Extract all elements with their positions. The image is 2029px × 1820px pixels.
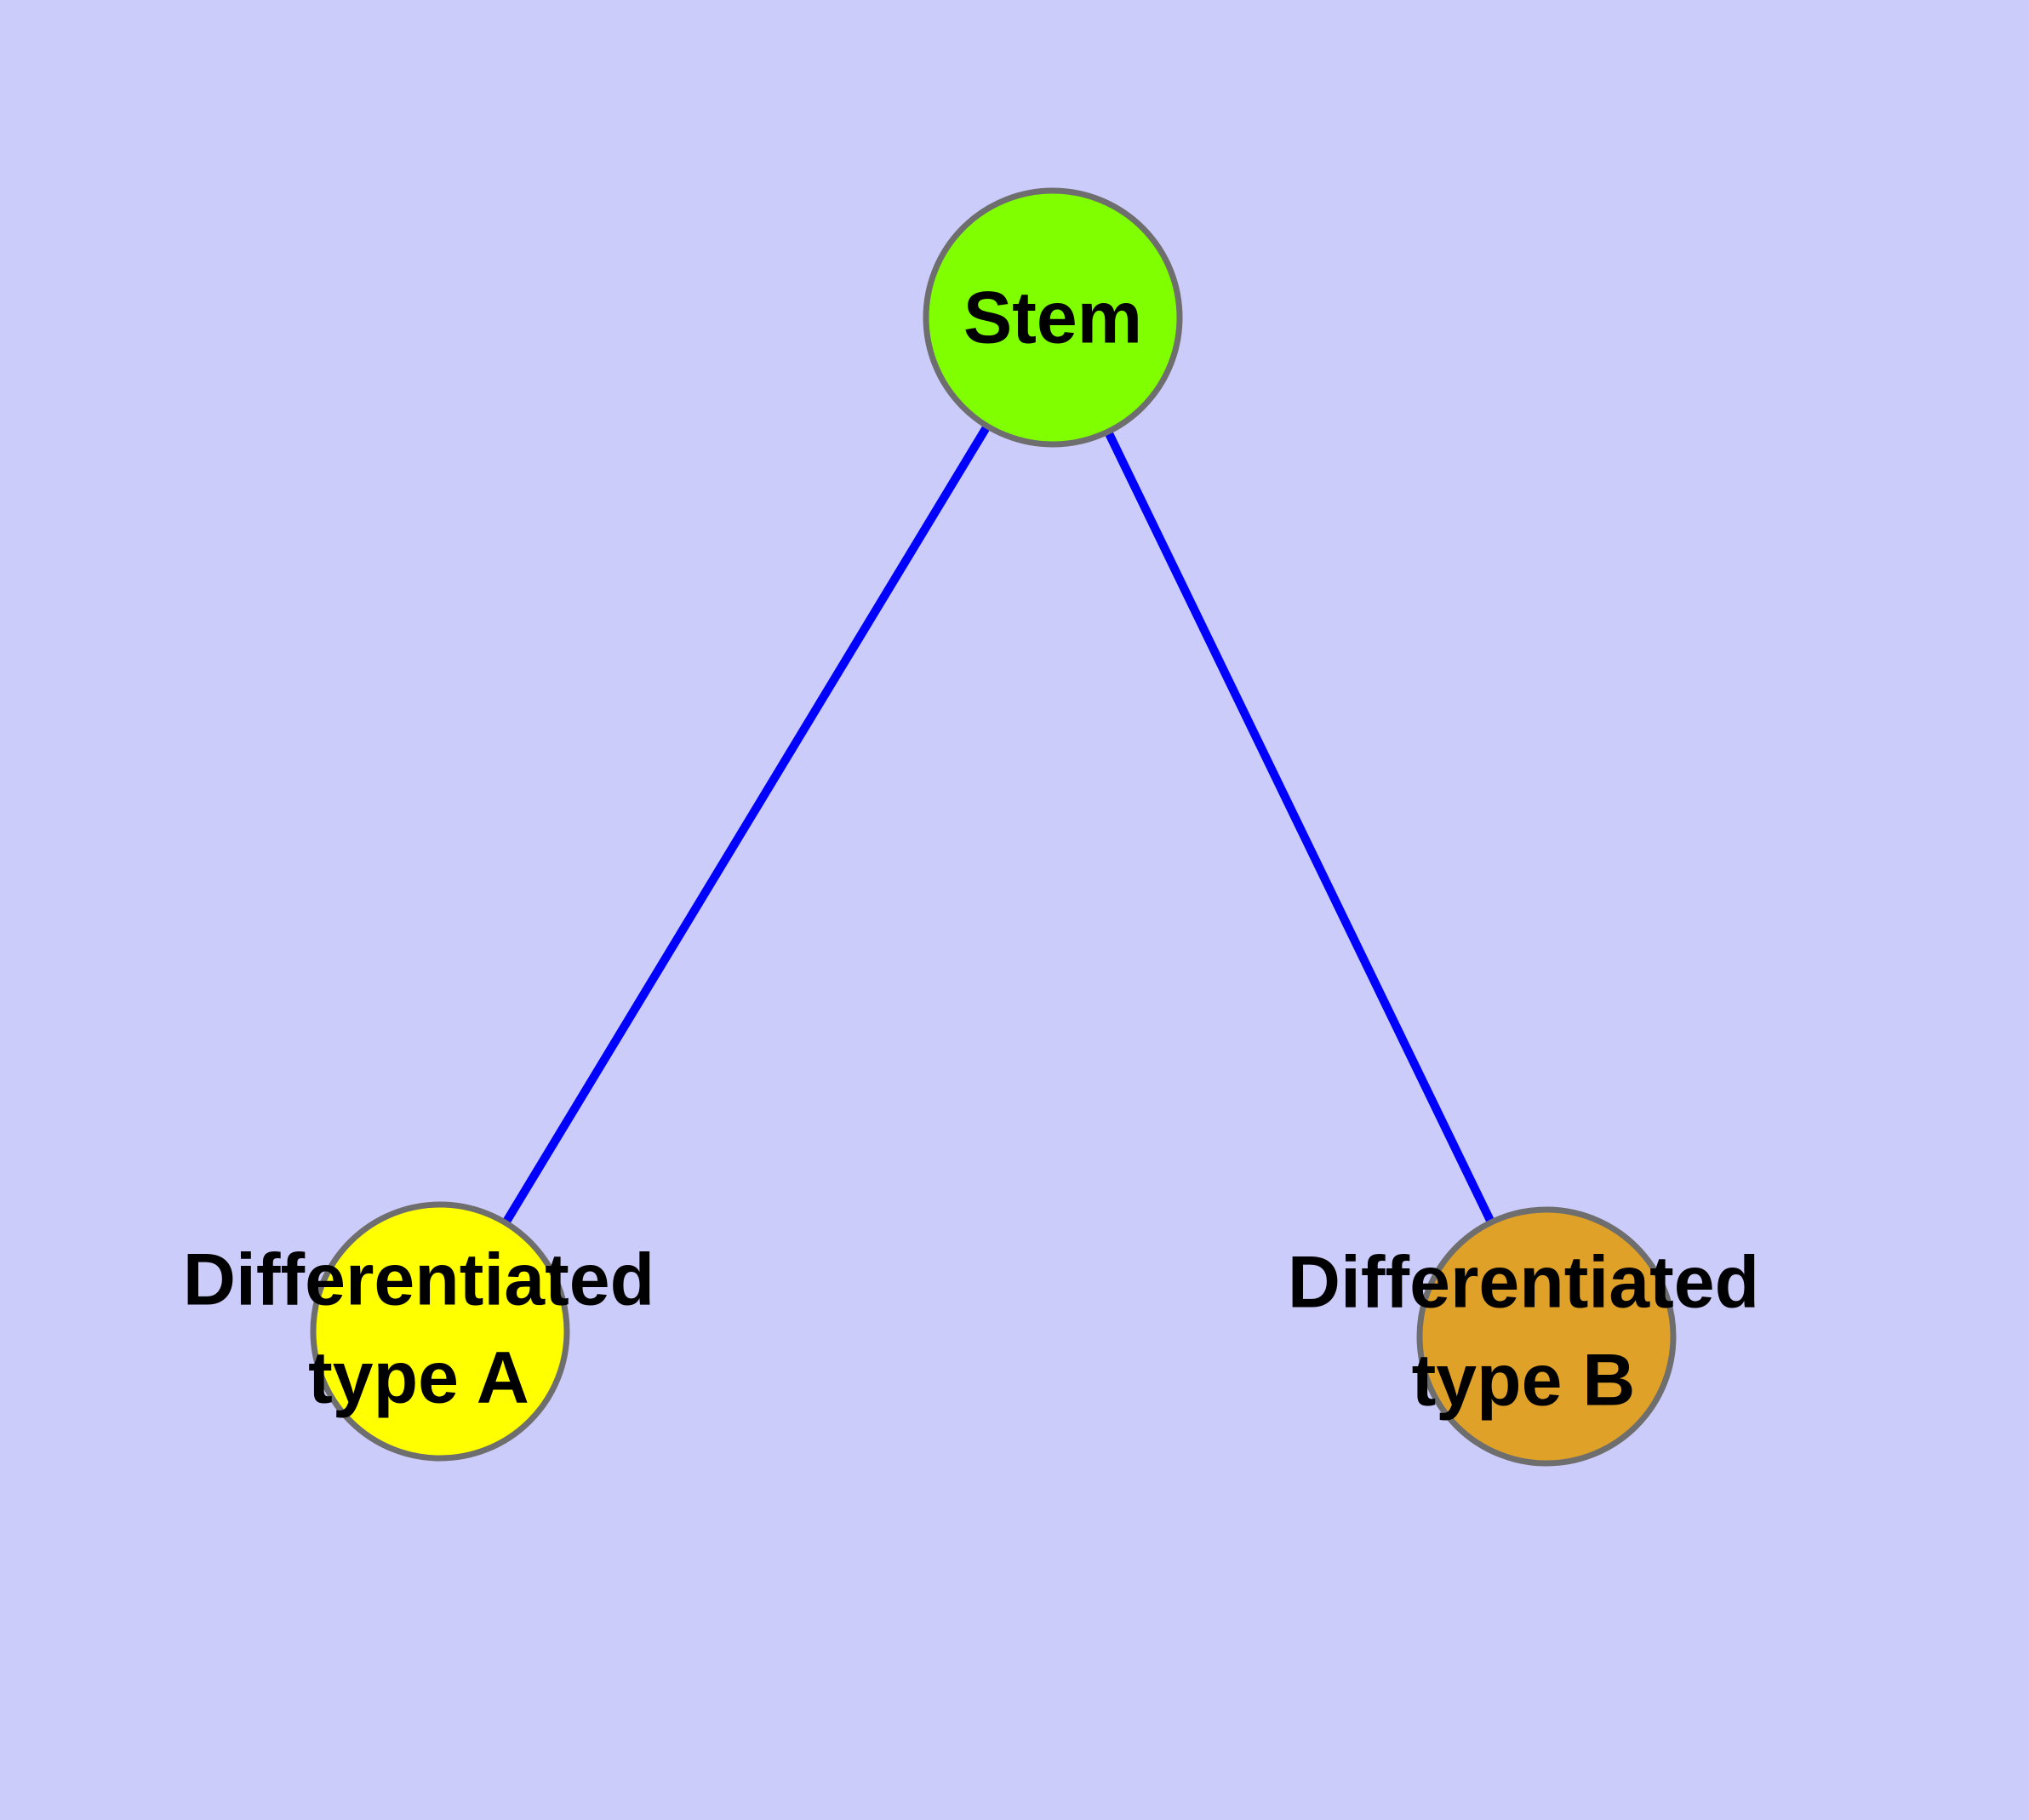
- node-differentiated-type-b-circle[interactable]: [1416, 1206, 1677, 1467]
- node-stem[interactable]: Stem: [923, 187, 1183, 448]
- edge-layer: [503, 426, 1495, 1223]
- node-stem-label: Stem: [963, 278, 1142, 359]
- node-differentiated-type-a[interactable]: Differentiated type A: [183, 1201, 654, 1462]
- node-differentiated-type-a-label-line2: type A: [308, 1337, 529, 1419]
- node-differentiated-type-a-circle[interactable]: [310, 1201, 570, 1462]
- node-stem-circle[interactable]: [923, 187, 1183, 448]
- edge-stem-to-differentiated-type-a[interactable]: [503, 426, 990, 1223]
- node-differentiated-type-b-label-line2: type B: [1412, 1340, 1636, 1422]
- node-differentiated-type-a-label-line1: Differentiated: [183, 1239, 654, 1321]
- edge-stem-to-differentiated-type-b[interactable]: [1105, 432, 1495, 1222]
- node-differentiated-type-b-label-line1: Differentiated: [1288, 1242, 1759, 1324]
- node-differentiated-type-b[interactable]: Differentiated type B: [1288, 1206, 1759, 1467]
- node-layer: Stem Differentiated type A Differentiate…: [183, 187, 1759, 1467]
